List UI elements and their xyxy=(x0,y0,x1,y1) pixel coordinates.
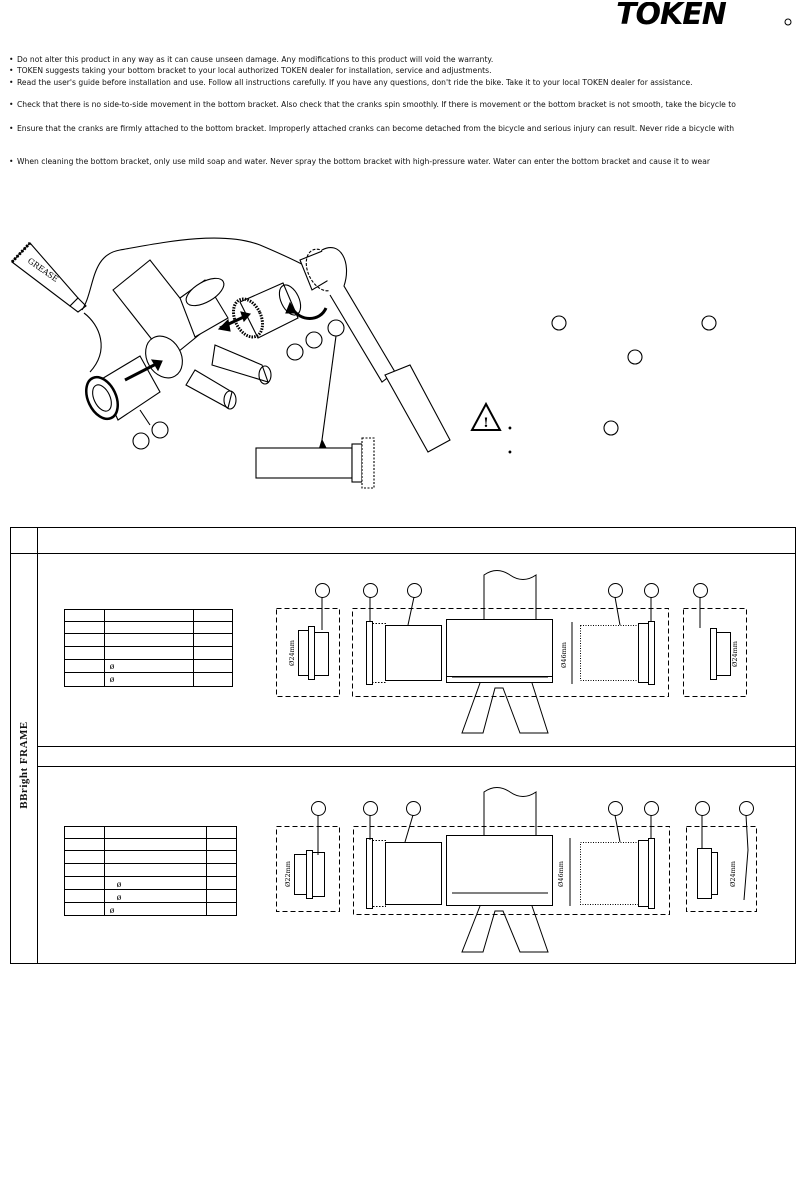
note-cranks-attached: •Ensure that the cranks are firmly attac… xyxy=(9,124,735,133)
svg-text:Ø46mm: Ø46mm xyxy=(557,861,565,887)
svg-text:Ø24mm: Ø24mm xyxy=(288,640,296,666)
right-cup xyxy=(231,282,302,339)
svg-text:Ø24mm: Ø24mm xyxy=(729,861,737,887)
svg-text:Ø22mm: Ø22mm xyxy=(284,861,292,887)
svg-text:•: • xyxy=(507,448,513,459)
note-read-guide: •Read the user's guide before installati… xyxy=(9,78,693,87)
svg-text:TOKEN: TOKEN xyxy=(616,2,727,28)
svg-text:ø: ø xyxy=(110,906,115,915)
spec-table-bottom xyxy=(64,826,237,916)
spec-table-top xyxy=(64,609,233,687)
left-cup xyxy=(85,355,161,421)
svg-text:Ø24mm: Ø24mm xyxy=(731,641,739,667)
svg-text:ø: ø xyxy=(117,880,122,889)
svg-text:•: • xyxy=(507,424,513,435)
note-modification: •Do not alter this product in any way as… xyxy=(9,55,494,64)
svg-text:Ø46mm: Ø46mm xyxy=(560,642,568,668)
svg-text:ø: ø xyxy=(117,893,122,902)
token-logo: TOKEN xyxy=(616,2,792,28)
bb-diagram-bottom xyxy=(276,787,757,953)
wrench-tool xyxy=(299,247,451,453)
section-side-label: BBright FRAME xyxy=(18,721,30,809)
bb-diagram-top xyxy=(276,570,747,734)
svg-text:ø: ø xyxy=(110,675,115,684)
frame-tubes xyxy=(112,259,272,410)
warning-icon: ! xyxy=(470,401,502,431)
svg-text:!: ! xyxy=(483,416,489,431)
note-cleaning: •When cleaning the bottom bracket, only … xyxy=(9,157,710,166)
note-dealer: •TOKEN suggests taking your bottom brack… xyxy=(9,66,492,75)
note-check-movement: •Check that there is no side-to-side mov… xyxy=(9,100,736,109)
installation-illustration: GREASE ! • • xyxy=(10,237,717,489)
grease-tube-icon xyxy=(10,241,87,313)
adapter-tool xyxy=(255,437,375,489)
svg-text:ø: ø xyxy=(110,662,115,671)
